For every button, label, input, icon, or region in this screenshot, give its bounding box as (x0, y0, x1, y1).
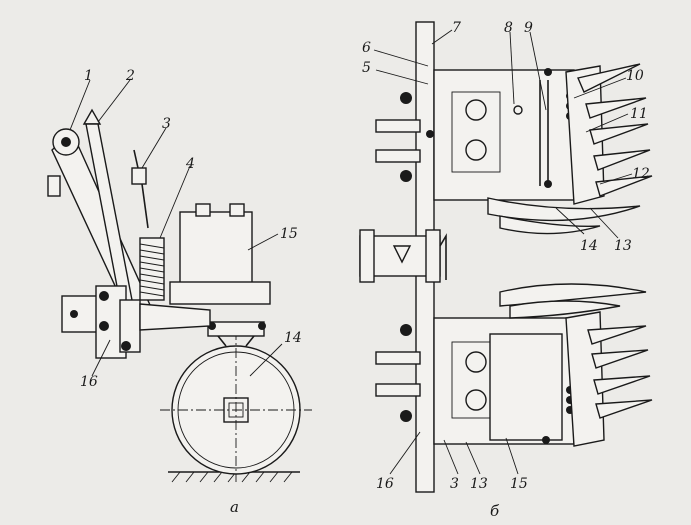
right-view: 7 6 5 8 9 10 11 12 13 14 16 3 13 15 б (359, 20, 653, 520)
label-15-right: 15 (510, 476, 528, 492)
spring (139, 237, 165, 301)
label-10: 10 (626, 68, 644, 84)
housing (169, 203, 271, 305)
label-13-bottom: 13 (470, 476, 488, 492)
frame-bracket (61, 285, 211, 359)
caption-a: а (230, 498, 239, 516)
label-9: 9 (524, 20, 533, 36)
label-6: 6 (362, 40, 371, 56)
right-leaders (373, 29, 633, 475)
caption-b: б (490, 502, 500, 520)
label-1: 1 (84, 68, 93, 84)
label-16-right: 16 (376, 476, 394, 492)
left-leaders (69, 79, 283, 377)
label-2: 2 (125, 68, 135, 84)
upper-assembly (375, 63, 653, 235)
label-13: 13 (614, 238, 632, 254)
label-3: 3 (162, 116, 171, 132)
label-3-right: 3 (450, 476, 459, 492)
lower-assembly (375, 283, 653, 447)
label-8: 8 (504, 20, 513, 36)
wheel-fork (207, 321, 266, 347)
label-7: 7 (452, 20, 461, 36)
label-5: 5 (362, 60, 371, 76)
label-14: 14 (284, 330, 302, 346)
arm (131, 149, 149, 229)
label-4: 4 (185, 156, 195, 172)
label-12: 12 (632, 166, 650, 182)
label-14-right: 14 (580, 238, 598, 254)
label-16: 16 (80, 374, 98, 390)
label-11: 11 (630, 106, 648, 122)
support-wheel (160, 330, 312, 482)
label-15: 15 (280, 226, 298, 242)
middle-hitch (359, 229, 447, 283)
left-view: 1 2 3 4 15 14 16 а (47, 68, 312, 516)
